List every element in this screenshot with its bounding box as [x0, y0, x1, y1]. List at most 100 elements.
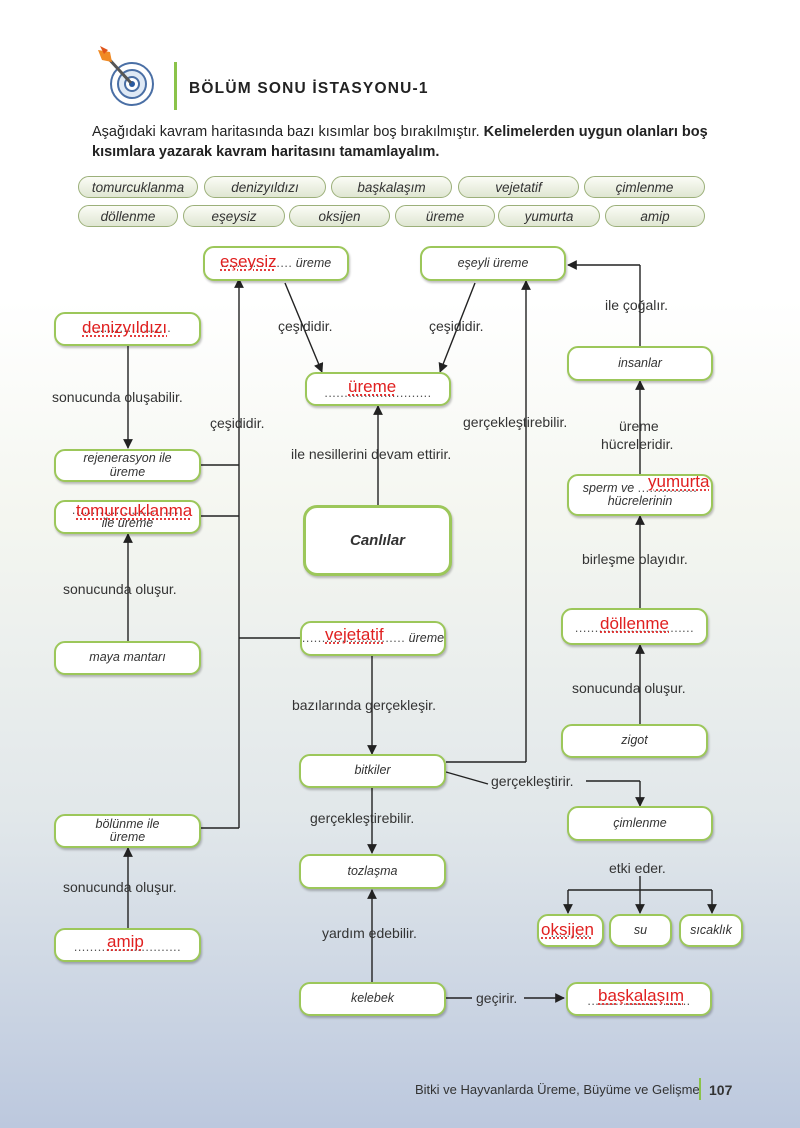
answer-oksijen: oksijen [541, 920, 594, 939]
node-su: su [609, 914, 672, 947]
node-ureme: ........................... [305, 372, 451, 406]
word-chip: oksijen [289, 205, 390, 227]
node-vejetatif-ureme: .......................... üreme [300, 621, 446, 656]
answer-ureme: üreme [348, 377, 397, 396]
node-text: üreme [295, 255, 332, 270]
answer-eseysiz: eşeysiz [220, 252, 277, 271]
word-chip: yumurta [498, 205, 600, 227]
instruction-text: Aşağıdaki kavram haritasında bazı kısıml… [92, 122, 732, 162]
dartboard-icon [92, 42, 158, 108]
node-text: çimlenme [613, 815, 667, 830]
node-text: sıcaklık [690, 922, 732, 937]
label-cesididir-left: çeşididir. [278, 318, 333, 334]
node-baskalasim: .......................... [566, 982, 712, 1016]
node-denizyildizi: ...................... [54, 312, 201, 346]
node-cimlenme: çimlenme [567, 806, 713, 841]
answer-vejetatif: vejetatif [325, 625, 384, 644]
blank-dots: .............................. [574, 620, 695, 635]
label-gecirir: geçirir. [476, 990, 518, 1006]
blank-dots: .................. [220, 255, 293, 270]
node-bitkiler: bitkiler [299, 754, 446, 788]
blank-dots: ............................ [71, 502, 184, 517]
answer-amip: amip [107, 932, 144, 951]
word-chip: döllenme [78, 205, 178, 227]
label-gerceklestirebilir-2: gerçekleştirebilir. [310, 810, 415, 826]
node-insanlar: insanlar [567, 346, 713, 381]
node-text: eşeyli üreme [457, 255, 529, 270]
label-bazilarinda: bazılarında gerçekleşir. [292, 697, 436, 713]
node-tozlasma: tozlaşma [299, 854, 446, 889]
node-text: tozlaşma [347, 863, 398, 878]
node-text: kelebek [350, 991, 395, 1006]
answer-dollenme: döllenme [600, 614, 669, 633]
word-chip: tomurcuklanma [78, 176, 198, 198]
node-text-line2: üreme [109, 830, 146, 844]
instruction-normal: Aşağıdaki kavram haritasında bazı kısıml… [92, 124, 484, 140]
node-text-line2: ile üreme [101, 516, 154, 530]
word-chip: denizyıldızı [204, 176, 326, 198]
node-sperm-yumurta: sperm ve ............... hücrelerinin [567, 474, 713, 516]
accent-bar [174, 62, 177, 110]
node-text-line1: bölünme ile [95, 816, 160, 831]
word-chip: çimlenme [584, 176, 705, 198]
node-amip: ........................... [54, 928, 201, 962]
label-sonucunda-olusur-3: sonucunda oluşur. [63, 879, 177, 895]
label-ureme: üreme [619, 418, 659, 434]
label-yardim: yardım edebilir. [322, 925, 417, 941]
label-ile-nesillerini: ile nesillerini devam ettirir. [291, 446, 452, 462]
answer-yumurta: yumurta [648, 472, 710, 491]
node-dollenme: .............................. [561, 608, 708, 645]
node-bolunme: bölünme ile üreme [54, 814, 201, 848]
node-text-line2: hücrelerinin [607, 494, 673, 508]
label-gerceklestirir: gerçekleştirir. [491, 773, 574, 789]
word-chip: eşeysiz [183, 205, 285, 227]
label-sonucunda-olusur-2: sonucunda oluşur. [572, 680, 686, 696]
node-zigot: zigot [561, 724, 708, 758]
blank-dots: ........................... [324, 386, 432, 401]
label-etki-eder: etki eder. [609, 860, 666, 876]
node-text: maya mantarı [89, 650, 166, 665]
node-oksijen: .......... [537, 914, 604, 947]
label-cesididir-vertical: çeşididir. [210, 415, 265, 431]
instruction-bold: Kelimelerden uygun olanları boş kısımlar… [92, 124, 708, 160]
node-text-line1: sperm ve ............... [582, 480, 698, 495]
blank-dots: ........................... [73, 940, 182, 955]
label-ile-cogalir: ile çoğalır. [605, 297, 669, 313]
node-kelebek: kelebek [299, 982, 446, 1016]
node-text: zigot [621, 733, 648, 748]
blank-dots: .......................... [301, 630, 406, 645]
blank-dots: ...................... [83, 321, 172, 336]
node-tomurcuklanma: ............................ ile üreme [54, 500, 201, 534]
node-sicaklik: sıcaklık [679, 914, 743, 947]
node-text-line1: rejenerasyon ile [83, 451, 172, 466]
word-chip: başkalaşım [331, 176, 452, 198]
label-cesididir-right: çeşididir. [429, 318, 484, 334]
node-text-line2: üreme [109, 464, 146, 479]
page-number: 107 [709, 1082, 733, 1098]
label-sonucunda-olusabilir: sonucunda oluşabilir. [52, 389, 183, 405]
label-birlesme: birleşme olayıdır. [582, 551, 688, 567]
node-eseyli-ureme: eşeyli üreme [420, 246, 566, 281]
word-chip: üreme [395, 205, 495, 227]
node-text: insanlar [618, 355, 662, 370]
answer-tomurcuklanma: tomurcuklanma [76, 501, 193, 520]
word-chip: vejetatif [458, 176, 579, 198]
node-text: üreme [408, 630, 445, 645]
node-text: Canlılar [349, 531, 406, 549]
answer-denizyildizi: denizyıldızı [82, 318, 168, 337]
node-eseysiz-ureme: .................. üreme [203, 246, 349, 281]
blank-dots: .......... [550, 925, 591, 940]
label-sonucunda-olusur-1: sonucunda oluşur. [63, 581, 177, 597]
node-text: bitkiler [354, 763, 391, 778]
answer-baskalasim: başkalaşım [598, 986, 684, 1005]
page-title: BÖLÜM SONU İSTASYONU-1 [189, 80, 429, 97]
footer-subject: Bitki ve Hayvanlarda Üreme, Büyüme ve Ge… [415, 1082, 700, 1097]
node-maya-mantari: maya mantarı [54, 641, 201, 675]
blank-dots: .......................... [587, 994, 691, 1009]
word-chip: amip [605, 205, 705, 227]
node-text: su [633, 922, 648, 937]
label-hucreleridir: hücreleridir. [601, 436, 674, 452]
label-gerceklestirebilir-1: gerçekleştirebilir. [463, 414, 568, 430]
node-rejenerasyon: rejenerasyon ile üreme [54, 449, 201, 482]
